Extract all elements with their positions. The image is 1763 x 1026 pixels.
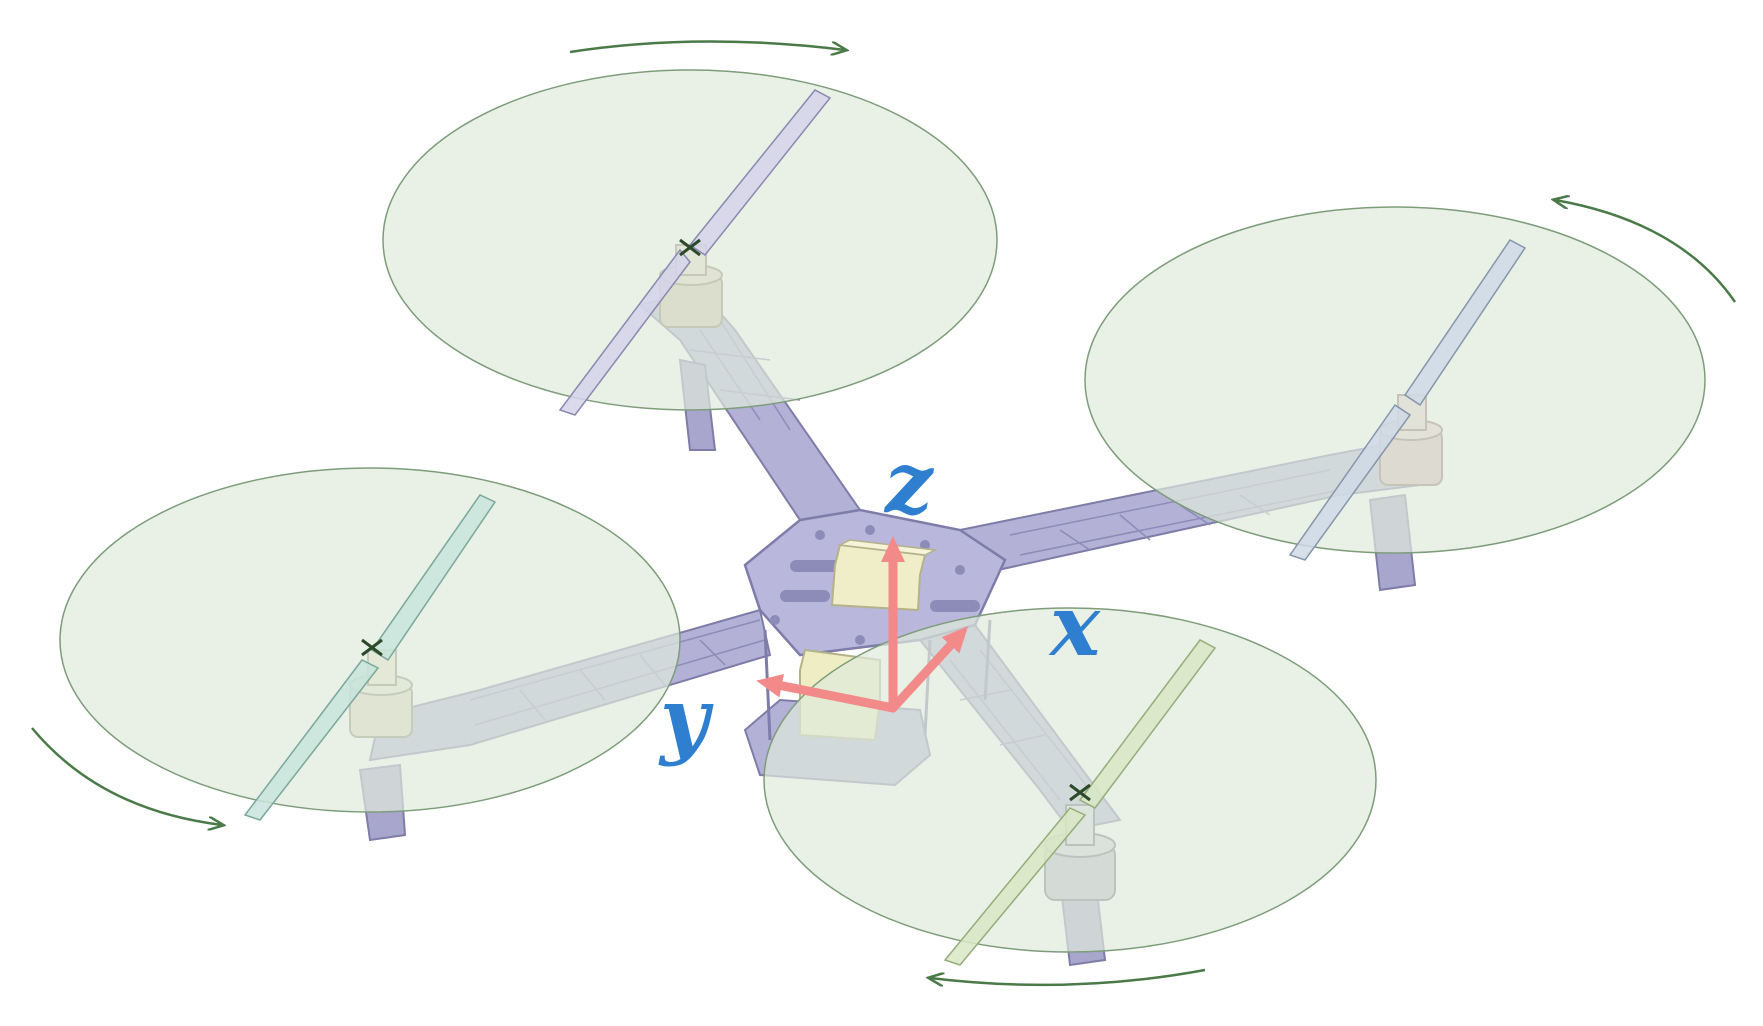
propeller-right xyxy=(1288,239,1527,561)
curved-arrow-icon xyxy=(930,968,1206,985)
y-axis-label: y xyxy=(658,669,714,768)
x-axis-arrow xyxy=(888,626,969,713)
rotor-disc-bottom xyxy=(763,607,1377,953)
x-axis-label: x xyxy=(1048,576,1101,675)
propeller-top-left xyxy=(558,89,832,416)
rotor-discs xyxy=(59,69,1706,953)
payload-upper xyxy=(830,543,927,612)
curved-arrow-icon xyxy=(569,40,845,52)
rotation-arrows xyxy=(31,40,1737,985)
propeller-bottom xyxy=(943,639,1217,966)
curved-arrow-icon xyxy=(1555,200,1737,303)
rotor-disc-left xyxy=(59,467,681,813)
propellers xyxy=(243,89,1527,966)
z-axis-label: z xyxy=(883,433,935,532)
rotor-disc-top-left xyxy=(382,69,998,411)
curved-arrow-icon xyxy=(31,727,222,825)
rotor-disc-right xyxy=(1084,206,1706,554)
propeller-left xyxy=(243,494,497,821)
body-axes xyxy=(756,536,969,713)
y-axis-arrow xyxy=(756,673,898,713)
